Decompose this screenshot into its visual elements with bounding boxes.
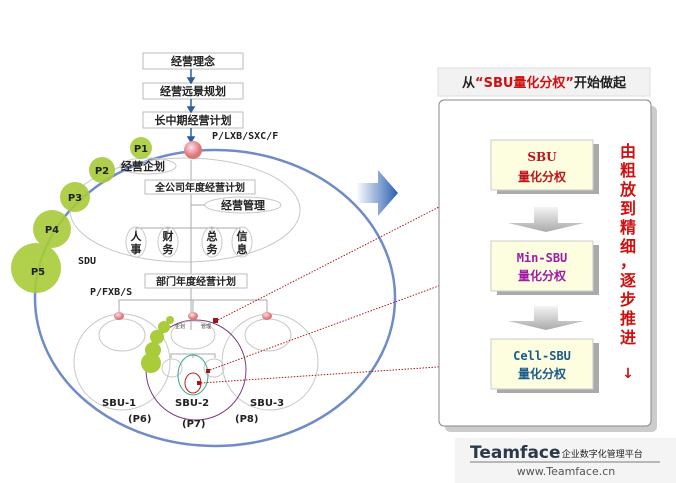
step-sbu-sub: 量化分权 bbox=[518, 169, 567, 184]
management-label: 经营管理 bbox=[221, 198, 265, 212]
flow-step-3: 长中期经营计划 bbox=[155, 113, 232, 127]
flow-step-2: 经营远景规划 bbox=[160, 84, 226, 98]
dept-general: 总 bbox=[207, 229, 218, 243]
sbu3-label: SBU-3 bbox=[250, 398, 284, 409]
side-char: 进 bbox=[620, 328, 636, 347]
core-node bbox=[184, 141, 202, 159]
phase-p3: P3 bbox=[68, 193, 82, 204]
sbu3-phase: (P8) bbox=[235, 414, 258, 425]
side-char: 推 bbox=[620, 309, 636, 328]
phase-p4: P4 bbox=[45, 225, 59, 236]
side-char: 细 bbox=[620, 237, 636, 256]
sbu1-label: SBU-1 bbox=[102, 398, 136, 409]
title-post: 开始做起 bbox=[574, 75, 627, 91]
side-char: 精 bbox=[620, 218, 636, 237]
down-arrow-icon: ↓ bbox=[622, 366, 634, 382]
step-minsbu-sub: 量化分权 bbox=[518, 268, 567, 283]
phase-p5: P5 bbox=[31, 267, 45, 278]
departments: 人事 财务 总务 信息 bbox=[125, 226, 253, 258]
annual-plan-label: 全公司年度经营计划 bbox=[154, 181, 245, 194]
pfxb-label: P/FXB/S bbox=[90, 287, 132, 298]
plx-label: P/LXB/SXC/F bbox=[212, 131, 278, 142]
flow-chart: 经营理念 经营远景规划 长中期经营计划 bbox=[142, 52, 244, 144]
dept-info-2: 息 bbox=[237, 242, 248, 256]
flow-step-1: 经营理念 bbox=[171, 54, 216, 68]
dept-finance: 财 bbox=[162, 229, 174, 243]
step-sbu-name: SBU bbox=[527, 150, 557, 164]
title-pre: 从 bbox=[462, 76, 475, 91]
title-quote: “SBU量化分权” bbox=[475, 75, 574, 91]
step-boxes bbox=[490, 139, 599, 393]
right-title-box bbox=[437, 67, 651, 97]
down-arrow-icon bbox=[508, 306, 584, 330]
brand-name: Teamface bbox=[470, 443, 561, 463]
step-cellsbu-sub: 量化分权 bbox=[518, 366, 567, 381]
dept-hr-2: 事 bbox=[131, 242, 142, 256]
step-minsbu-name: Min-SBU bbox=[517, 251, 568, 265]
side-char: 逐 bbox=[620, 271, 636, 290]
mini-plan-label: 企划 bbox=[175, 323, 185, 330]
right-title: 从“SBU量化分权”开始做起 bbox=[462, 75, 627, 91]
dept-plan-label: 部门年度经营计划 bbox=[156, 275, 236, 288]
down-arrow-icon bbox=[508, 207, 584, 232]
brand-footer bbox=[455, 438, 676, 483]
side-char: ， bbox=[620, 252, 636, 271]
dept-general-2: 务 bbox=[207, 242, 219, 256]
side-char: 由 bbox=[620, 142, 636, 161]
company-circle bbox=[33, 148, 397, 448]
sbu-group: 企划 管理 bbox=[73, 312, 319, 421]
sbu2-label: SBU-2 bbox=[175, 398, 209, 409]
sbu1-phase: (P6) bbox=[128, 414, 151, 425]
dept-info: 信 bbox=[237, 229, 248, 243]
brand-url: www.Teamface.cn bbox=[517, 465, 616, 478]
dept-hr: 人 bbox=[131, 229, 143, 243]
mini-mgmt-label: 管理 bbox=[201, 323, 211, 330]
side-text: 由 粗 放 到 精 细 ， 逐 步 推 进 ↓ bbox=[619, 142, 637, 382]
phase-p1: P1 bbox=[134, 144, 148, 155]
step-cellsbu-name: Cell-SBU bbox=[513, 349, 571, 363]
phase-circles bbox=[11, 137, 152, 293]
side-char: 粗 bbox=[620, 161, 636, 180]
phase-p2: P2 bbox=[95, 166, 109, 177]
brand-tagline: · 企业数字化管理平台 bbox=[556, 448, 643, 460]
side-char: 放 bbox=[619, 180, 637, 199]
side-char: 到 bbox=[620, 199, 636, 218]
dept-finance-2: 务 bbox=[163, 242, 175, 256]
enterprise-plan-label: 经营企划 bbox=[121, 159, 165, 173]
transition-arrow-icon bbox=[356, 170, 398, 216]
flow-arrows bbox=[186, 69, 196, 144]
side-char: 步 bbox=[620, 290, 636, 309]
sdu-label: SDU bbox=[78, 256, 96, 267]
sbu2-phase: (P7) bbox=[182, 419, 205, 430]
